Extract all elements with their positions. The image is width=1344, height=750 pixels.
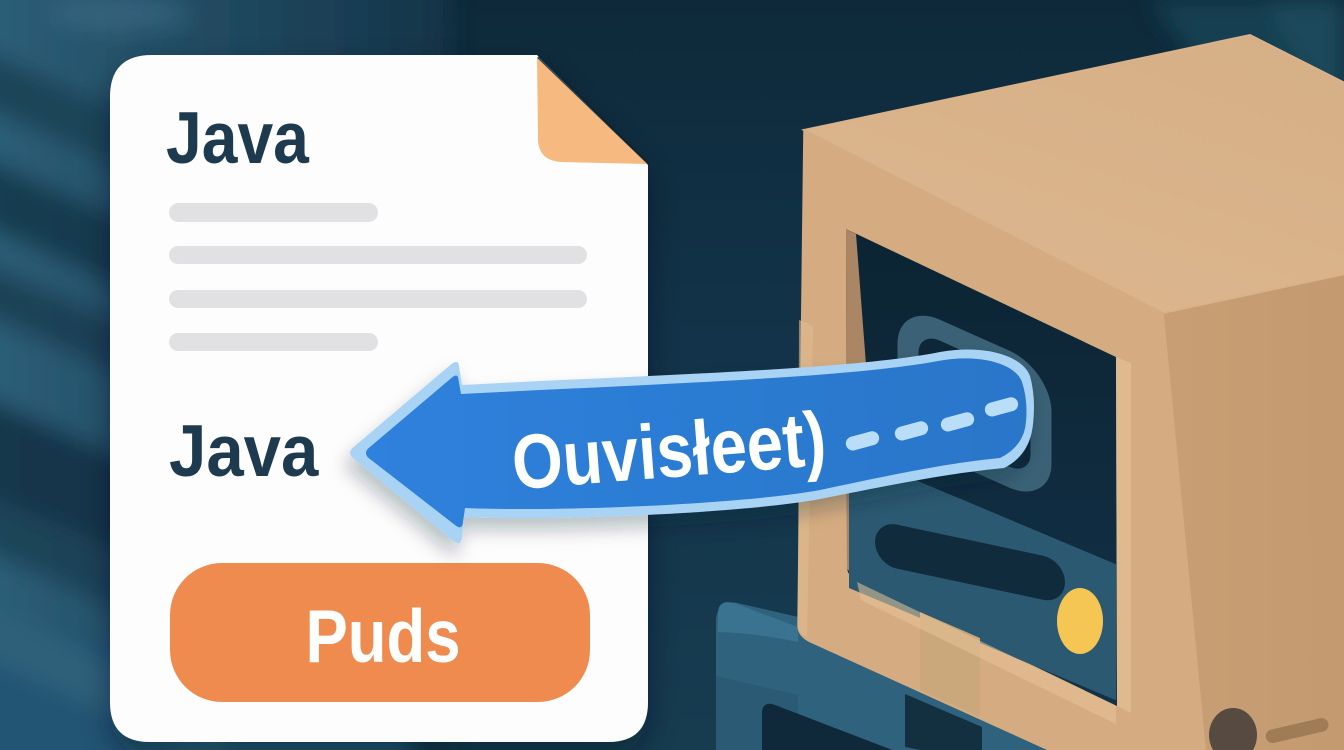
svg-text:Puds: Puds [305,594,460,678]
svg-text:Java: Java [169,410,319,491]
svg-text:Java: Java [166,97,310,179]
